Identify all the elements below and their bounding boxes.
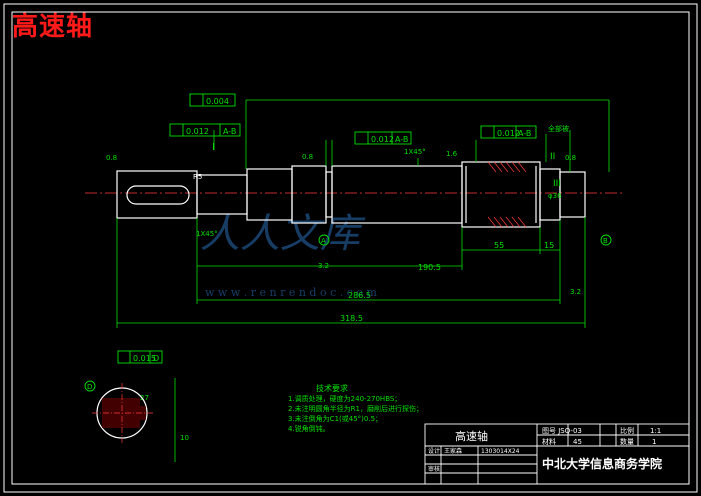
tb-ratio-label: 比例 <box>620 426 634 435</box>
keyway <box>126 185 190 205</box>
datum-a: A <box>321 237 326 245</box>
tb-student-id: 1303014X24 <box>481 448 520 455</box>
note-item: 2.未注明圆角半径为R1，磨削后进行探伤； <box>288 404 423 413</box>
shaft-step-1 <box>116 170 198 219</box>
mark-I: I <box>212 142 215 153</box>
tb-designer-label: 设计 <box>428 447 440 455</box>
tb-school: 中北大学信息商务学院 <box>542 456 662 471</box>
dim-radius: R5 <box>193 173 202 181</box>
tol-ref-d: D <box>153 354 159 363</box>
shaft-step-2 <box>196 174 248 215</box>
rough-3: 1.6 <box>446 150 458 158</box>
tolerance-frames <box>117 93 537 364</box>
tol-runout-right: 0.012 <box>497 129 520 138</box>
outer-frame <box>3 3 698 493</box>
watermark-glyphs: 人人文库 <box>200 211 366 257</box>
dim-chamfer-mid: 1X45° <box>404 148 426 156</box>
watermark: 人人文库 w w w . r e n r e n d o c . c o m <box>200 211 377 299</box>
shaft-step-9 <box>559 171 586 218</box>
note-item: 4.锐角倒钝。 <box>288 424 330 433</box>
tol-runout-mid: 0.012 <box>371 135 394 144</box>
mark-II: II <box>550 152 555 162</box>
tb-drawing-no: 图号 JSQ-03 <box>542 427 582 435</box>
tb-ratio-value: 1:1 <box>650 427 661 435</box>
tol-ref-left: A-B <box>223 127 236 136</box>
tol-ref-right: A-B <box>518 129 531 138</box>
tb-qty-label: 数量 <box>620 437 634 446</box>
datum-markers <box>84 234 612 392</box>
dimension-lines <box>116 99 610 328</box>
cross-section-view <box>92 378 176 462</box>
datum-d: D <box>87 383 92 391</box>
dim-190: 190.5 <box>418 263 441 272</box>
technical-requirements: 技术要求 1.调质处理，硬度为240-270HBS； 2.未注明圆角半径为R1，… <box>288 383 423 433</box>
rough-6: 3.2 <box>570 288 581 296</box>
tol-ref-mid: A-B <box>395 135 408 144</box>
gear-teeth-hatch <box>487 161 527 228</box>
tol-symmetry: 0.015 <box>133 354 156 363</box>
datum-b: B <box>603 237 608 245</box>
rough-5: 3.2 <box>318 262 329 270</box>
dim-dia-36: φ36 <box>548 192 562 200</box>
label-quanbu: 全部被 <box>548 124 569 133</box>
note-item: 3.未注倒角为C1(或45°)0.5； <box>288 414 382 423</box>
tb-material-label: 材料 <box>542 437 556 446</box>
inner-frame <box>11 11 690 485</box>
title-block <box>424 423 690 485</box>
rough-1: 0.8 <box>106 154 117 162</box>
watermark-url: w w w . r e n r e n d o c . c o m <box>205 286 377 299</box>
tb-part-name: 高速轴 <box>455 429 488 443</box>
dim-286: 286.5 <box>348 291 371 300</box>
notes-heading: 技术要求 <box>316 383 348 393</box>
drawing-title: 高速轴 <box>12 12 94 42</box>
tb-qty-value: 1 <box>652 438 656 446</box>
tol-concentric: 0.012 <box>186 127 209 136</box>
mark-III: III <box>553 179 561 189</box>
gear-section <box>461 161 541 228</box>
note-item: 1.调质处理，硬度为240-270HBS； <box>288 394 401 403</box>
dim-section-27: 27 <box>140 394 149 402</box>
dim-55: 55 <box>494 241 504 250</box>
rough-4: 0.8 <box>565 154 576 162</box>
dim-section-10: 10 <box>180 434 189 442</box>
dim-chamfer-left: 1X45° <box>196 230 218 238</box>
tb-check-label: 审核 <box>428 465 440 473</box>
tol-cylindricity: 0.004 <box>206 97 229 106</box>
shaft-profile <box>116 161 586 228</box>
rough-2: 0.8 <box>302 153 313 161</box>
dim-318: 318.5 <box>340 314 363 323</box>
dim-15: 15 <box>544 241 554 250</box>
tb-designer-value: 王家森 <box>444 447 462 455</box>
tb-material-value: 45 <box>573 438 582 446</box>
